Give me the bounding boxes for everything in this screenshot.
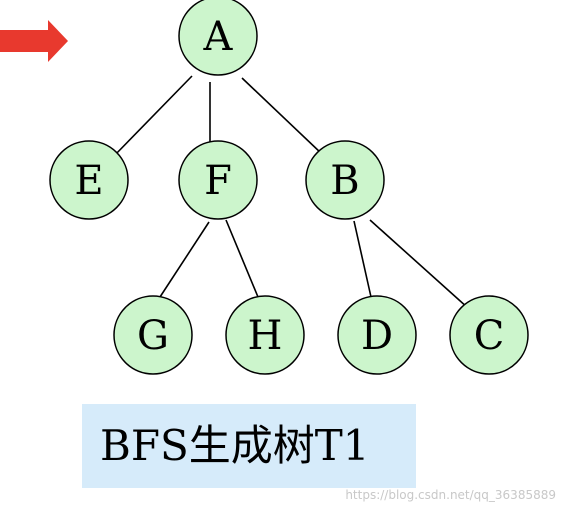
- right-arrow-icon: [0, 20, 68, 62]
- tree-edge-f-g: [159, 221, 210, 298]
- tree-node-f: F: [178, 140, 258, 220]
- tree-node-label: E: [74, 158, 103, 204]
- tree-node-c: C: [449, 295, 529, 375]
- tree-node-circle: [178, 140, 258, 220]
- tree-node-circle: [49, 140, 129, 220]
- tree-edge-a-b: [241, 77, 323, 155]
- tree-node-d: D: [337, 295, 417, 375]
- tree-node-label: A: [203, 14, 234, 60]
- caption-box: BFS生成树T1: [82, 404, 416, 488]
- tree-node-circle: [337, 295, 417, 375]
- tree-node-e: E: [49, 140, 129, 220]
- tree-node-circle: [225, 295, 305, 375]
- tree-node-circle: [178, 0, 258, 76]
- tree-node-label: C: [474, 313, 505, 359]
- tree-node-label: B: [330, 158, 359, 204]
- tree-node-circle: [449, 295, 529, 375]
- tree-node-circle: [113, 295, 193, 375]
- tree-edge-b-d: [353, 220, 372, 298]
- tree-node-label: F: [204, 158, 232, 204]
- tree-edge-a-e: [112, 75, 193, 158]
- tree-node-b: B: [305, 140, 385, 220]
- tree-node-a: A: [178, 0, 258, 76]
- watermark-url: https://blog.csdn.net/qq_36385889: [345, 488, 556, 502]
- caption-title: BFS生成树T1: [100, 421, 370, 470]
- tree-node-h: H: [225, 295, 305, 375]
- tree-node-circle: [305, 140, 385, 220]
- tree-node-label: D: [361, 313, 393, 359]
- tree-node-label: G: [137, 313, 169, 359]
- tree-node-label: H: [248, 313, 283, 359]
- tree-node-g: G: [113, 295, 193, 375]
- tree-edge-f-h: [225, 219, 259, 298]
- tree-edge-b-c: [369, 219, 469, 309]
